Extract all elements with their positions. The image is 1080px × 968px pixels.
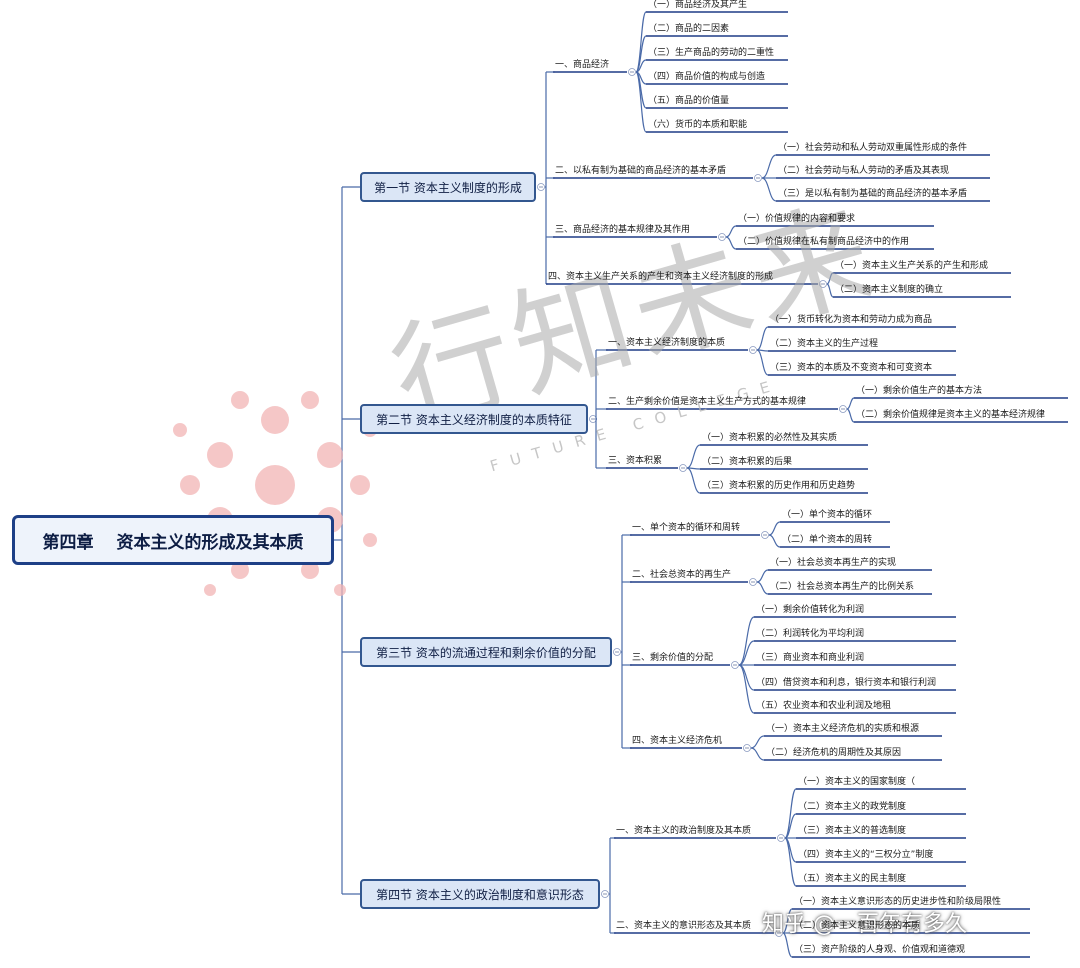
topic-node[interactable]: 三、资本积累 xyxy=(608,456,663,466)
leaf-node[interactable]: （四）商品价值的构成与创造 xyxy=(648,72,766,82)
leaf-node[interactable]: （三）资本的本质及不变资本和可变资本 xyxy=(770,363,933,373)
connector-curve xyxy=(826,272,834,285)
leaf-node[interactable]: （五）农业资本和农业利润及地租 xyxy=(756,701,892,711)
connector-curve xyxy=(756,569,769,583)
leaf-node[interactable]: （二）社会总资本再生产的比例关系 xyxy=(770,582,915,592)
leaf-node[interactable]: （五）商品的价值量 xyxy=(648,96,730,106)
leaf-node[interactable]: （一）剩余价值生产的基本方法 xyxy=(856,386,983,396)
section-node[interactable]: 第二节 资本主义经济制度的本质特征 xyxy=(360,404,588,434)
leaf-node[interactable]: （二）价值规律在私有制商品经济中的作用 xyxy=(738,237,910,247)
leaf-node[interactable]: （三）资本积累的历史作用和历史趋势 xyxy=(702,481,856,491)
leaf-node[interactable]: （二）社会劳动与私人劳动的矛盾及其表现 xyxy=(778,166,950,176)
topic-node[interactable]: 一、商品经济 xyxy=(555,60,610,70)
connector-curve xyxy=(782,908,793,934)
topic-node[interactable]: 一、资本主义经济制度的本质 xyxy=(608,338,726,348)
leaf-node[interactable]: （二）剩余价值规律是资本主义的基本经济规律 xyxy=(856,410,1046,420)
leaf-node[interactable]: （三）商业资本和商业利润 xyxy=(756,653,865,663)
section-label: 第三节 资本的流通过程和剩余价值的分配 xyxy=(376,645,596,660)
connector-curve xyxy=(635,35,647,73)
connector-curve xyxy=(768,534,781,548)
leaf-node[interactable]: （二）利润转化为平均利润 xyxy=(756,629,865,639)
connector-curve xyxy=(635,71,647,133)
connector-curve xyxy=(750,747,765,761)
root-node[interactable]: 第四章 资本主义的形成及其本质 xyxy=(12,515,334,565)
connector-curve xyxy=(635,11,647,73)
connector-curve xyxy=(725,225,737,238)
section-label: 第二节 资本主义经济制度的本质特征 xyxy=(376,412,572,427)
topic-node[interactable]: 一、单个资本的循环和周转 xyxy=(632,523,741,533)
leaf-node[interactable]: （二）商品的二因素 xyxy=(648,24,730,34)
leaf-node[interactable]: （三）生产商品的劳动的二重性 xyxy=(648,48,775,58)
leaf-node[interactable]: （二）资本主义制度的确立 xyxy=(835,285,944,295)
leaf-node[interactable]: （三）是以私有制为基础的商品经济的基本矛盾 xyxy=(778,189,968,199)
leaf-node[interactable]: （二）经济危机的周期性及其原因 xyxy=(766,748,902,758)
connector-curve xyxy=(784,788,797,839)
section-node[interactable]: 第三节 资本的流通过程和剩余价值的分配 xyxy=(360,637,612,667)
connector-curve xyxy=(686,467,701,494)
leaf-node[interactable]: （一）社会总资本再生产的实现 xyxy=(770,558,897,568)
credit-watermark: 知乎 @一百年有多久 xyxy=(762,912,967,937)
connector-curve xyxy=(768,521,781,536)
section-node[interactable]: 第四节 资本主义的政治制度和意识形态 xyxy=(360,879,600,909)
connector-curve xyxy=(686,444,701,469)
topic-node[interactable]: 一、资本主义的政治制度及其本质 xyxy=(616,826,752,836)
connector-curve xyxy=(756,349,769,376)
connector-curve xyxy=(725,236,737,250)
connector-curve xyxy=(761,177,777,202)
section-label: 第四节 资本主义的政治制度和意识形态 xyxy=(376,887,584,902)
leaf-node[interactable]: （二）资本积累的后果 xyxy=(702,457,793,467)
leaf-node[interactable]: （一）资本主义经济危机的实质和根源 xyxy=(766,724,920,734)
leaf-node[interactable]: （一）资本主义意识形态的历史进步性和阶级局限性 xyxy=(794,897,1002,907)
leaf-node[interactable]: （二）资本主义意识形态的本质 xyxy=(794,921,921,931)
connector-curve xyxy=(756,326,769,351)
leaf-node[interactable]: （一）货币转化为资本和劳动力成为商品 xyxy=(770,315,933,325)
leaf-node[interactable]: （六）货币的本质和职能 xyxy=(648,120,748,130)
topic-node[interactable]: 二、以私有制为基础的商品经济的基本矛盾 xyxy=(555,166,727,176)
root-label: 第四章 资本主义的形成及其本质 xyxy=(42,532,304,553)
leaf-node[interactable]: （三）资产阶级的人身观、价值观和道德观 xyxy=(794,945,966,955)
leaf-node[interactable]: （一）社会劳动和私人劳动双重属性形成的条件 xyxy=(778,143,968,153)
topic-node[interactable]: 三、剩余价值的分配 xyxy=(632,653,714,663)
connector-curve xyxy=(756,581,769,595)
leaf-node[interactable]: （二）资本主义的生产过程 xyxy=(770,339,879,349)
connector-curve xyxy=(846,397,855,410)
leaf-node[interactable]: （一）商品经济及其产生 xyxy=(648,0,748,10)
topic-node[interactable]: 二、生产剩余价值是资本主义生产方式的基本规律 xyxy=(608,397,807,407)
connector-curve xyxy=(738,616,755,666)
leaf-node[interactable]: （一）剩余价值转化为利润 xyxy=(756,605,865,615)
topic-node[interactable]: 二、资本主义的意识形态及其本质 xyxy=(616,921,752,931)
topic-node[interactable]: 四、资本主义经济危机 xyxy=(632,736,723,746)
leaf-node[interactable]: （一）资本主义生产关系的产生和形成 xyxy=(835,261,989,271)
connector-curve xyxy=(738,664,755,714)
connector-curve xyxy=(750,735,765,749)
leaf-node[interactable]: （一）资本主义的国家制度（ xyxy=(798,777,916,787)
connector-curve xyxy=(784,837,797,887)
leaf-node[interactable]: （一）单个资本的循环 xyxy=(782,510,873,520)
connector-curve xyxy=(784,813,797,839)
section-label: 第一节 资本主义制度的形成 xyxy=(374,180,522,195)
leaf-node[interactable]: （二）单个资本的周转 xyxy=(782,535,873,545)
connector-curve xyxy=(738,640,755,666)
topic-node[interactable]: 二、社会总资本的再生产 xyxy=(632,570,732,580)
connector-curve xyxy=(782,932,793,958)
leaf-node[interactable]: （四）借贷资本和利息，银行资本和银行利润 xyxy=(756,678,937,688)
leaf-node[interactable]: （五）资本主义的民主制度 xyxy=(798,874,907,884)
connector-curve xyxy=(826,283,834,298)
leaf-node[interactable]: （一）资本积累的必然性及其实质 xyxy=(702,433,838,443)
leaf-node[interactable]: （三）资本主义的普选制度 xyxy=(798,826,907,836)
leaf-node[interactable]: （四）资本主义的“三权分立”制度 xyxy=(798,850,934,860)
leaf-node[interactable]: （一）价值规律的内容和要求 xyxy=(738,214,856,224)
topic-node[interactable]: 三、商品经济的基本规律及其作用 xyxy=(555,225,691,235)
connector-curve xyxy=(761,154,777,179)
connector-curve xyxy=(846,408,855,423)
leaf-node[interactable]: （二）资本主义的政党制度 xyxy=(798,802,907,812)
section-node[interactable]: 第一节 资本主义制度的形成 xyxy=(360,172,536,202)
topic-node[interactable]: 四、资本主义生产关系的产生和资本主义经济制度的形成 xyxy=(548,272,774,282)
